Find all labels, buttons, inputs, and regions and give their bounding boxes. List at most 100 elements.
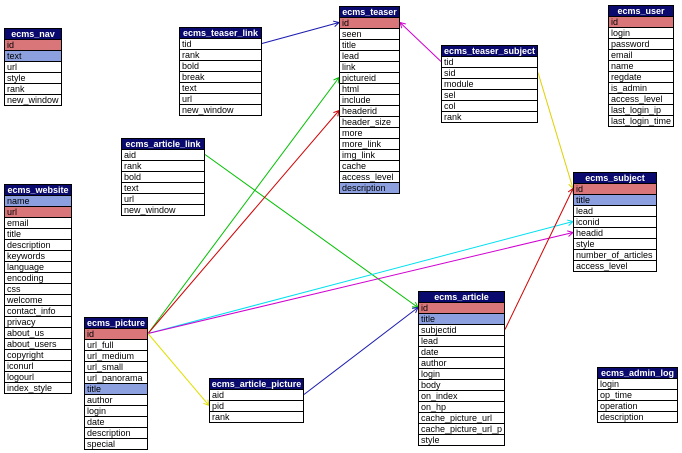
field-new-window: new_window xyxy=(122,204,204,215)
field-pid: pid xyxy=(210,400,303,411)
field-on-hp: on_hp xyxy=(419,401,504,412)
relation-line xyxy=(537,72,574,189)
field-access-level: access_level xyxy=(340,171,399,182)
relation-arrowhead xyxy=(399,21,406,29)
table-title: ecms_user xyxy=(609,6,673,16)
field-url: url xyxy=(180,93,261,104)
field-tid: tid xyxy=(180,38,261,49)
field-break: break xyxy=(180,71,261,82)
field-contact-info: contact_info xyxy=(5,305,71,316)
field-rank: rank xyxy=(180,49,261,60)
field-logourl: logourl xyxy=(5,371,71,382)
field-id: id xyxy=(85,328,147,339)
field-module: module xyxy=(442,78,537,89)
field-email: email xyxy=(609,49,673,60)
field-regdate: regdate xyxy=(609,71,673,82)
field-description: description xyxy=(85,427,147,438)
table-title: ecms_admin_log xyxy=(598,368,677,378)
field-aid: aid xyxy=(210,389,303,400)
field-headerid: headerid xyxy=(340,105,399,116)
relation-line xyxy=(399,22,442,62)
relation-line xyxy=(147,110,340,334)
field-access-level: access_level xyxy=(574,260,656,271)
relation-line xyxy=(261,22,340,44)
field-sid: sid xyxy=(442,67,537,78)
field-style: style xyxy=(5,72,61,83)
field-url: url xyxy=(122,193,204,204)
table-title: ecms_article_link xyxy=(122,139,204,149)
field-title: title xyxy=(85,383,147,394)
field-iconid: iconid xyxy=(574,216,656,227)
relation-line xyxy=(303,307,419,395)
field-col: col xyxy=(442,100,537,111)
field-url: url xyxy=(5,61,61,72)
field-login: login xyxy=(85,405,147,416)
field-lead: lead xyxy=(340,50,399,61)
field-title: title xyxy=(340,39,399,50)
table-title: ecms_article xyxy=(419,292,504,302)
field-date: date xyxy=(85,416,147,427)
field-author: author xyxy=(419,357,504,368)
field-body: body xyxy=(419,379,504,390)
field-password: password xyxy=(609,38,673,49)
field-cache-picture-url: cache_picture_url xyxy=(419,412,504,423)
field-rank: rank xyxy=(5,83,61,94)
field-title: title xyxy=(574,194,656,205)
field-title: title xyxy=(419,313,504,324)
field-author: author xyxy=(85,394,147,405)
field-html: html xyxy=(340,83,399,94)
field-include: include xyxy=(340,94,399,105)
field-aid: aid xyxy=(122,149,204,160)
field-last-login-ip: last_login_ip xyxy=(609,104,673,115)
field-last-login-time: last_login_time xyxy=(609,115,673,126)
field-url-small: url_small xyxy=(85,361,147,372)
field-description: description xyxy=(340,182,399,193)
field-encoding: encoding xyxy=(5,272,71,283)
relation-line xyxy=(147,232,574,334)
field-url-medium: url_medium xyxy=(85,350,147,361)
field-css: css xyxy=(5,283,71,294)
table-title: ecms_nav xyxy=(5,29,61,39)
field-id: id xyxy=(5,39,61,50)
field-text: text xyxy=(122,182,204,193)
relation-line xyxy=(504,188,574,330)
field-index-style: index_style xyxy=(5,382,71,393)
field-lead: lead xyxy=(419,335,504,346)
relation-line xyxy=(147,333,210,406)
field-rank: rank xyxy=(122,160,204,171)
field-id: id xyxy=(419,302,504,313)
field-rank: rank xyxy=(442,111,537,122)
field-privacy: privacy xyxy=(5,316,71,327)
field-operation: operation xyxy=(598,400,677,411)
field-id: id xyxy=(609,16,673,27)
field-id: id xyxy=(574,183,656,194)
field-style: style xyxy=(574,238,656,249)
table-title: ecms_website xyxy=(5,185,71,195)
field-img-link: img_link xyxy=(340,149,399,160)
field-bold: bold xyxy=(122,171,204,182)
table-title: ecms_teaser xyxy=(340,7,399,17)
table-title: ecms_teaser_subject xyxy=(442,46,537,56)
field-more-link: more_link xyxy=(340,138,399,149)
field-copyright: copyright xyxy=(5,349,71,360)
field-tid: tid xyxy=(442,56,537,67)
field-email: email xyxy=(5,217,71,228)
relation-line xyxy=(204,154,419,308)
field-special: special xyxy=(85,438,147,449)
field-about-users: about_users xyxy=(5,338,71,349)
field-text: text xyxy=(5,50,61,61)
field-language: language xyxy=(5,261,71,272)
relation-line xyxy=(147,221,574,334)
field-login: login xyxy=(419,368,504,379)
field-cache-picture-url-p: cache_picture_url_p xyxy=(419,423,504,434)
field-login: login xyxy=(598,378,677,389)
